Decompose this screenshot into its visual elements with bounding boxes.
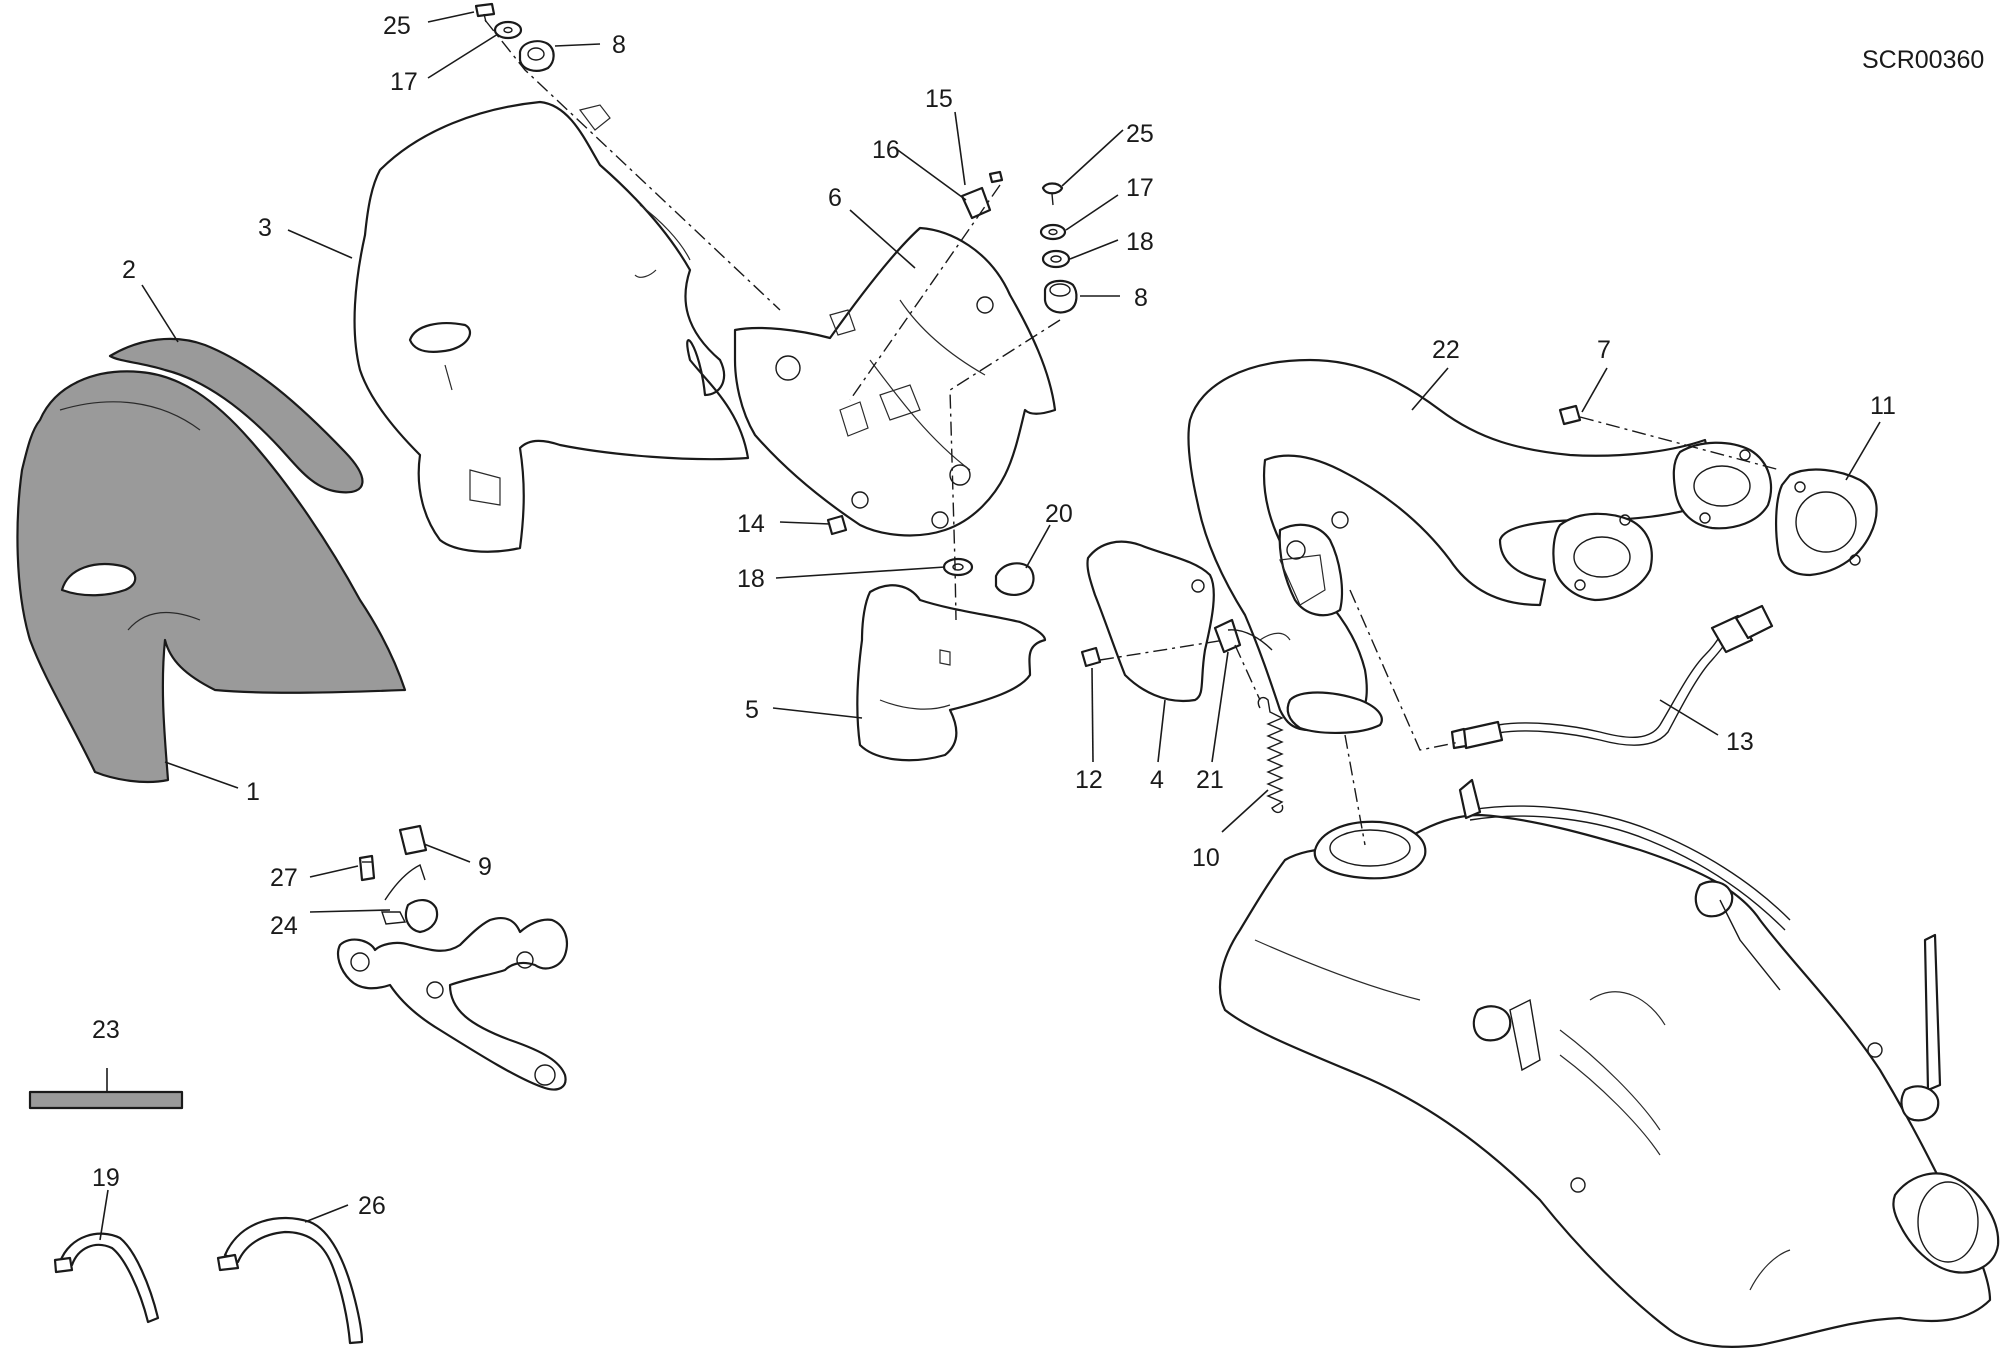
part-9-rubber-pad (384, 824, 428, 901)
callout-18-lower: 18 (737, 565, 765, 593)
muffler (1218, 778, 2000, 1348)
callout-3: 3 (258, 214, 272, 242)
footrest-bracket (336, 899, 569, 1091)
part-8-grommet-right (1043, 279, 1078, 314)
part-3-heat-shield (353, 100, 750, 553)
part-23-adhesive-strip (28, 1090, 184, 1110)
callout-27: 27 (270, 864, 298, 892)
part-25-screw-top (474, 2, 496, 23)
callout-8-top: 8 (612, 31, 626, 59)
part-11-gasket (1775, 468, 1878, 577)
part-19-curved-strip (53, 1232, 160, 1324)
part-17-washer-right (1039, 223, 1067, 241)
part-10-spring (1257, 696, 1284, 814)
part-5-small-shield (856, 584, 1047, 762)
callout-1: 1 (246, 778, 260, 806)
part-27-screw (358, 854, 376, 882)
callout-6: 6 (828, 184, 842, 212)
callout-26: 26 (358, 1192, 386, 1220)
part-7-nut (1558, 404, 1582, 426)
part-22-exhaust-header (1187, 358, 1772, 734)
part-1-heat-shield-insulation (16, 370, 407, 784)
callout-25-right: 25 (1126, 120, 1154, 148)
part-8-grommet-top (518, 40, 555, 72)
part-25-screw-right (1041, 182, 1064, 206)
callout-5: 5 (745, 696, 759, 724)
part-14-screw (826, 514, 848, 536)
part-17-washer-top (493, 20, 523, 40)
part-2-insulation-strip (108, 337, 364, 494)
callout-22: 22 (1432, 336, 1460, 364)
leader-lines (99, 11, 1881, 1241)
part-6-bracket-plate (733, 226, 1057, 537)
callout-11: 11 (1870, 392, 1896, 420)
callout-20: 20 (1045, 500, 1073, 528)
part-13-lambda-sensor (1450, 604, 1774, 750)
callout-21: 21 (1196, 766, 1224, 794)
part-4-collector-shield (1086, 540, 1215, 703)
callout-13: 13 (1726, 728, 1754, 756)
callout-7: 7 (1597, 336, 1611, 364)
part-16-clip (960, 186, 992, 220)
callout-23: 23 (92, 1016, 120, 1044)
callout-17-top: 17 (390, 68, 418, 96)
callout-10: 10 (1192, 844, 1220, 872)
part-21-clip (1213, 618, 1273, 654)
assembly-lines (484, 19, 1781, 846)
callout-25-top: 25 (383, 12, 411, 40)
callout-4: 4 (1150, 766, 1164, 794)
part-12-screw (1080, 646, 1102, 668)
callout-16: 16 (872, 136, 900, 164)
callout-2: 2 (122, 256, 136, 284)
drawing-code: SCR00360 (1862, 46, 1984, 74)
callout-17-right: 17 (1126, 174, 1154, 202)
callout-19: 19 (92, 1164, 120, 1192)
callout-14: 14 (737, 510, 765, 538)
callout-18-right: 18 (1126, 228, 1154, 256)
part-20-grommet (994, 562, 1035, 596)
part-18-washer-right (1041, 249, 1071, 269)
part-18-washer-lower (942, 557, 974, 577)
part-15-screw (988, 170, 1004, 184)
callout-9: 9 (478, 853, 492, 881)
callout-12: 12 (1075, 766, 1103, 794)
callout-24: 24 (270, 912, 298, 940)
part-26-curved-strip (216, 1216, 364, 1345)
callout-8-right: 8 (1134, 284, 1148, 312)
callout-15: 15 (925, 85, 953, 113)
callouts: 25 17 8 3 2 1 6 15 16 25 17 18 8 14 18 2… (92, 12, 1896, 1220)
